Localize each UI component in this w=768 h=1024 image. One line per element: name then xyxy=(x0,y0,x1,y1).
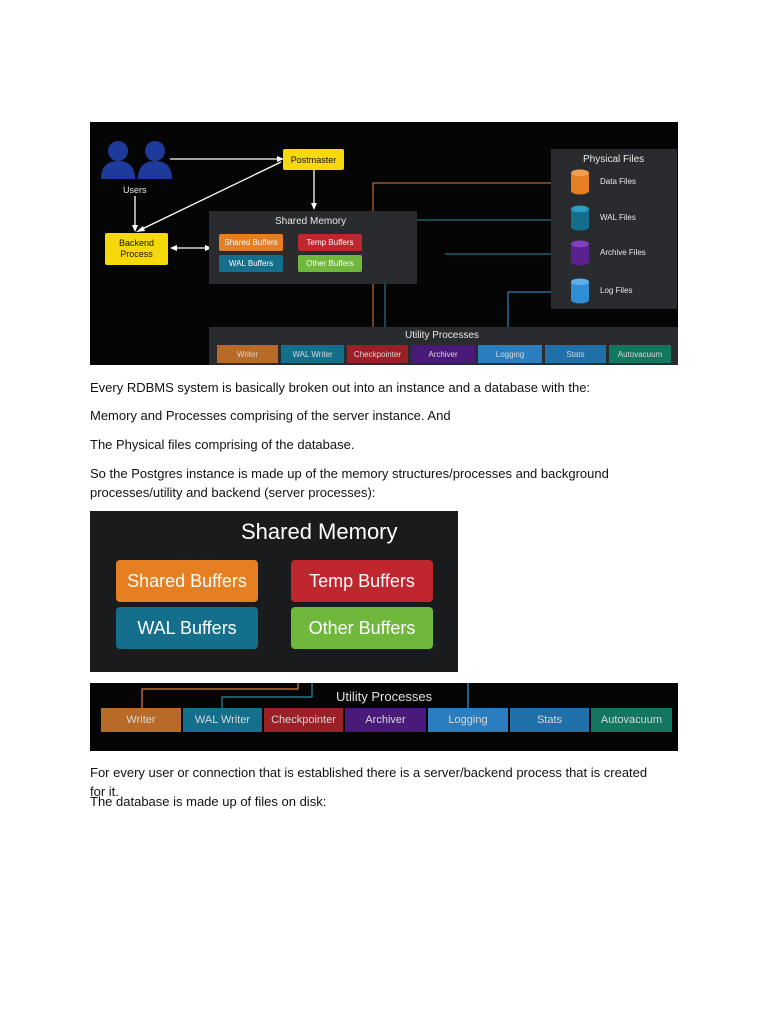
shared-memory-title: Shared Memory xyxy=(275,216,347,227)
stats-zoom-tab: Stats xyxy=(510,708,589,732)
temp-buffers-zoom-box: Temp Buffers xyxy=(291,560,433,602)
logging-zoom-tab: Logging xyxy=(428,708,508,732)
archiver-tab: Archiver xyxy=(411,345,475,363)
utility-processes-zoom-title: Utility Processes xyxy=(336,689,433,704)
stats-tab: Stats xyxy=(545,345,606,363)
architecture-diagram: Users Postmaster Backend Process Shared … xyxy=(90,122,678,365)
other-buffers-box: Other Buffers xyxy=(298,255,362,272)
utility-processes-title: Utility Processes xyxy=(405,330,479,341)
shared-buffers-box: Shared Buffers xyxy=(219,234,283,251)
autovacuum-zoom-tab: Autovacuum xyxy=(591,708,672,732)
paragraph-3: The Physical files comprising of the dat… xyxy=(90,437,355,452)
writer-zoom-tab: Writer xyxy=(101,708,181,732)
wal-buffers-zoom-box: WAL Buffers xyxy=(116,607,258,649)
wal-files-label: WAL Files xyxy=(600,213,636,222)
physical-files-title: Physical Files xyxy=(583,154,645,165)
checkpointer-zoom-tab: Checkpointer xyxy=(264,708,343,732)
temp-buffers-box: Temp Buffers xyxy=(298,234,362,251)
paragraph-5: For every user or connection that is est… xyxy=(90,765,648,799)
users-label: Users xyxy=(123,185,147,195)
archive-files-cylinder-icon xyxy=(571,240,589,266)
log-files-cylinder-icon xyxy=(571,278,589,304)
other-buffers-zoom-box: Other Buffers xyxy=(291,607,433,649)
writer-tab: Writer xyxy=(217,345,278,363)
logging-tab: Logging xyxy=(478,345,542,363)
archiver-zoom-tab: Archiver xyxy=(345,708,426,732)
paragraph-4: So the Postgres instance is made up of t… xyxy=(90,466,609,500)
wal-files-cylinder-icon xyxy=(571,205,589,231)
utility-connector-lines xyxy=(141,683,469,708)
data-files-label: Data Files xyxy=(600,177,637,186)
log-files-label: Log Files xyxy=(600,286,633,295)
shared-memory-panel: Shared Memory Shared Buffers Temp Buffer… xyxy=(209,211,417,284)
paragraph-6: The database is made up of files on disk… xyxy=(90,794,327,809)
wal-buffers-box: WAL Buffers xyxy=(219,255,283,272)
utility-processes-zoom-figure: Utility Processes Writer WAL Writer Chec… xyxy=(90,683,678,751)
archive-files-label: Archive Files xyxy=(600,248,646,257)
users-icon xyxy=(101,141,172,179)
paragraph-2: Memory and Processes comprising of the s… xyxy=(90,408,451,423)
checkpointer-tab: Checkpointer xyxy=(347,345,408,363)
physical-files-panel: Physical Files Data Files WAL Files Arch… xyxy=(551,149,677,309)
wal-writer-tab: WAL Writer xyxy=(281,345,344,363)
backend-process-box: Backend Process xyxy=(105,233,168,265)
postmaster-box: Postmaster xyxy=(283,149,344,170)
shared-buffers-zoom-box: Shared Buffers xyxy=(116,560,258,602)
wal-writer-zoom-tab: WAL Writer xyxy=(183,708,262,732)
data-files-cylinder-icon xyxy=(571,169,589,195)
shared-memory-zoom-figure: Shared Memory Shared Buffers Temp Buffer… xyxy=(90,511,458,672)
paragraph-1: Every RDBMS system is basically broken o… xyxy=(90,380,591,395)
shared-memory-zoom-title: Shared Memory xyxy=(241,519,398,544)
autovacuum-tab: Autovacuum xyxy=(609,345,671,363)
